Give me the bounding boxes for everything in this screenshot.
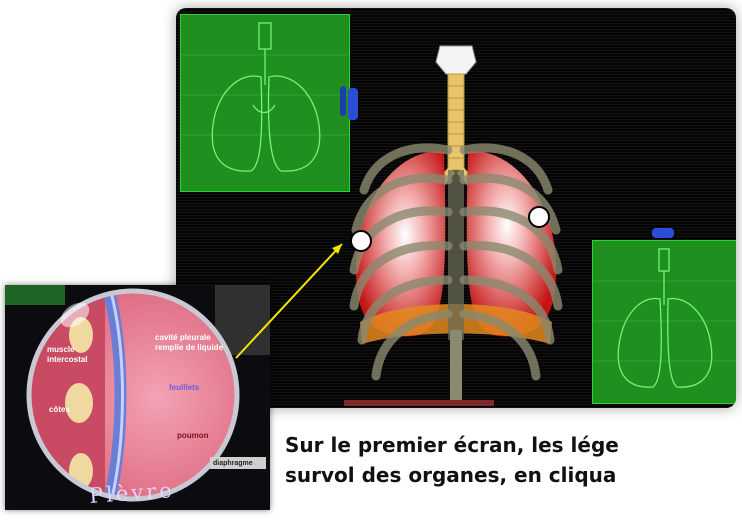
- label-muscle-intercostal: muscle intercostal: [47, 345, 87, 365]
- wireframe-lungs-icon: [181, 15, 349, 191]
- thorax-illustration: [336, 40, 576, 408]
- pleura-magnifier-icon: [5, 285, 270, 510]
- thumbnail-lungs-bottom-right[interactable]: [592, 240, 736, 404]
- caption-text: Sur le premier écran, les lége survol de…: [285, 430, 619, 520]
- label-cotes: côtes: [49, 405, 70, 415]
- bottom-edge-strip: [344, 400, 494, 406]
- label-diaphragme: diaphragme: [213, 459, 253, 469]
- label-cavite-pleurale: cavité pleurale remplie de liquide: [155, 333, 223, 353]
- hotspot-left-lung[interactable]: [350, 230, 372, 252]
- hotspot-right-lung[interactable]: [528, 206, 550, 228]
- caption-line-1: Sur le premier écran, les lége: [285, 433, 619, 457]
- blue-tab-marker: [652, 228, 674, 238]
- label-feuillets: feuillets: [169, 383, 199, 393]
- caption-line-2: survol des organes, en cliqua: [285, 463, 616, 487]
- pleura-detail-inset: muscle intercostal côtes cavité pleurale…: [5, 285, 270, 510]
- thumbnail-lungs-top-left[interactable]: [180, 14, 350, 192]
- label-poumon: poumon: [177, 431, 209, 441]
- wireframe-lungs-icon: [593, 241, 736, 403]
- caption-line-3: [285, 493, 369, 517]
